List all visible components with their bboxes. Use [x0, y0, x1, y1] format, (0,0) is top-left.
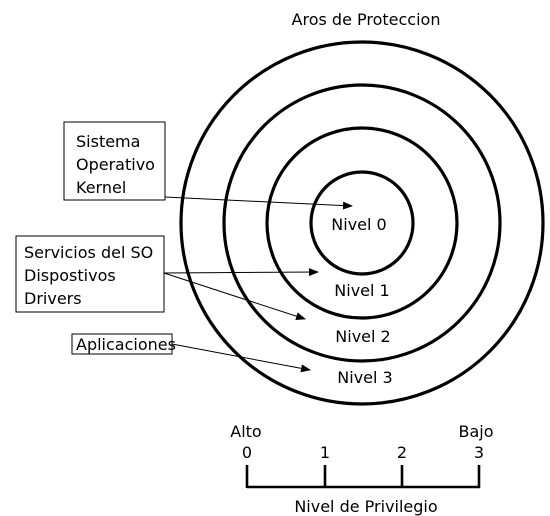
callout-kernel-line-3: Kernel — [76, 178, 126, 197]
ring-3 — [179, 40, 545, 406]
scale-tick-label-1: 1 — [320, 443, 330, 462]
ring-0 — [309, 170, 415, 276]
scale-high-label: Alto — [230, 422, 261, 441]
callout-services-box — [15, 235, 165, 313]
scale-tick-label-3: 3 — [474, 443, 484, 462]
ring-1 — [265, 126, 459, 320]
callout-kernel-line-2: Operativo — [76, 155, 155, 174]
arrow-services-to-level-2 — [163, 272, 306, 321]
privilege-scale: Alto Bajo 0 1 2 3 Nivel de Privilegio — [230, 422, 493, 516]
callout-kernel-box — [63, 121, 166, 201]
scale-tick-label-2: 2 — [397, 443, 407, 462]
callout-services-line-3: Drivers — [24, 289, 82, 308]
level-1-label: Nivel 1 — [334, 281, 389, 300]
scale-tick-label-0: 0 — [242, 443, 252, 462]
level-2-label: Nivel 2 — [335, 327, 390, 346]
level-3-label: Nivel 3 — [337, 368, 392, 387]
scale-caption: Nivel de Privilegio — [294, 497, 437, 516]
callout-services-line-2: Dispostivos — [24, 266, 116, 285]
callout-kernel-line-1: Sistema — [76, 132, 140, 151]
callout-apps: Aplicaciones — [71, 333, 176, 355]
diagram-title: Aros de Proteccion — [292, 10, 441, 29]
scale-low-label: Bajo — [458, 422, 493, 441]
arrow-kernel-to-level-0 — [164, 196, 353, 210]
callout-kernel: Sistema Operativo Kernel — [63, 121, 166, 201]
ring-2 — [222, 83, 502, 363]
level-0-label: Nivel 0 — [331, 215, 386, 234]
callout-services: Servicios del SO Dispostivos Drivers — [15, 235, 165, 313]
arrow-services-to-level-1 — [163, 268, 319, 277]
arrow-apps-to-level-3 — [171, 343, 311, 373]
callout-apps-line-1: Aplicaciones — [76, 335, 176, 354]
callout-services-line-1: Servicios del SO — [24, 243, 153, 262]
